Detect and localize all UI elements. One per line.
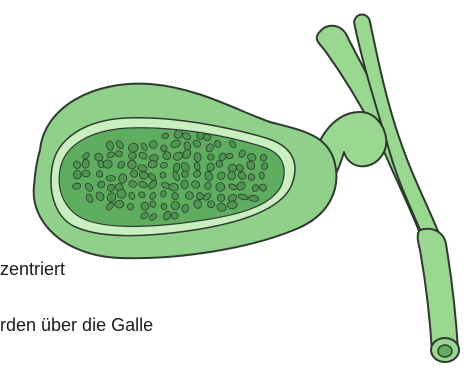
bile-duct	[316, 15, 459, 363]
gallstone	[207, 154, 214, 161]
gallbladder	[34, 84, 337, 259]
common-bile-duct	[418, 229, 458, 352]
gallstone	[82, 170, 90, 177]
gallstone	[96, 170, 103, 178]
gallstone	[115, 200, 124, 208]
duct-opening-inner	[438, 345, 452, 357]
gallstone	[103, 160, 113, 169]
gallstone	[73, 170, 81, 179]
gallstone	[169, 183, 179, 191]
gallstone	[226, 153, 234, 159]
gallstone	[181, 180, 189, 189]
gallstone	[204, 182, 211, 190]
gallstone	[130, 169, 138, 178]
gallstone	[160, 172, 166, 178]
gallstone	[115, 150, 122, 157]
gallstone	[106, 175, 115, 181]
caption-line-2: rden über die Galle	[0, 316, 153, 334]
caption-line-1: zentriert	[0, 260, 65, 278]
